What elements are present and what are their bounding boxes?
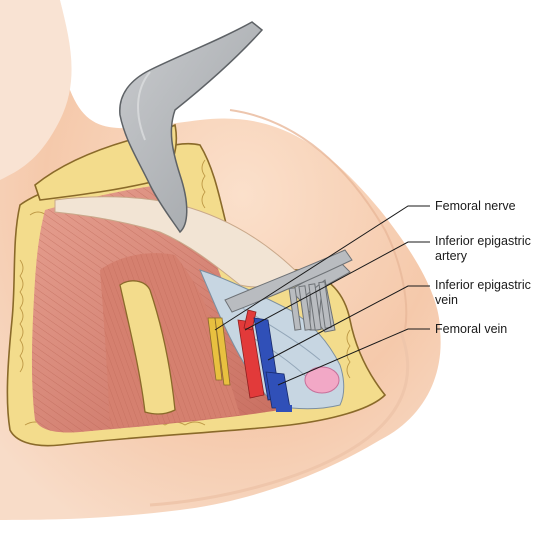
label-femoral-nerve: Femoral nerve (435, 199, 516, 213)
femoral-nerve (207, 317, 231, 386)
fat-strip (119, 280, 176, 415)
leader-femoral-nerve (214, 205, 430, 331)
pink-structure (304, 366, 340, 394)
upper-retractor (119, 21, 264, 234)
skin-fold (0, 0, 72, 180)
leader-epigastric-vein (267, 285, 430, 361)
leader-epigastric-artery (244, 241, 430, 331)
leader-femoral-vein (277, 328, 430, 386)
label-inferior-epigastric-vein: Inferior epigastric vein (435, 278, 531, 307)
retractor-fork (288, 261, 351, 333)
leader-lines (214, 205, 430, 386)
label-inferior-epigastric-artery: Inferior epigastric artery (435, 234, 531, 263)
label-femoral-vein: Femoral vein (435, 322, 508, 336)
skin-shadow (229, 109, 408, 331)
skin-crease (149, 329, 410, 507)
